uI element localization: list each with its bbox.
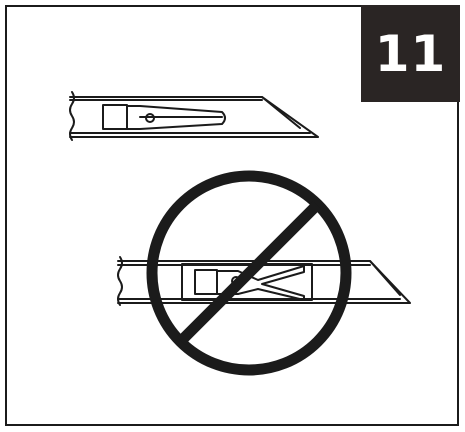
clip-window xyxy=(181,263,313,301)
correct-needle-illustration xyxy=(69,91,319,141)
clip-window xyxy=(102,104,128,130)
step-number-badge: 11 xyxy=(361,5,460,102)
clip-base xyxy=(194,269,218,295)
closed-clip-icon xyxy=(126,105,226,130)
needle-body xyxy=(69,96,319,138)
needle-body xyxy=(117,260,411,304)
prohibition-icon xyxy=(146,170,352,376)
clip-pivot xyxy=(145,113,155,123)
